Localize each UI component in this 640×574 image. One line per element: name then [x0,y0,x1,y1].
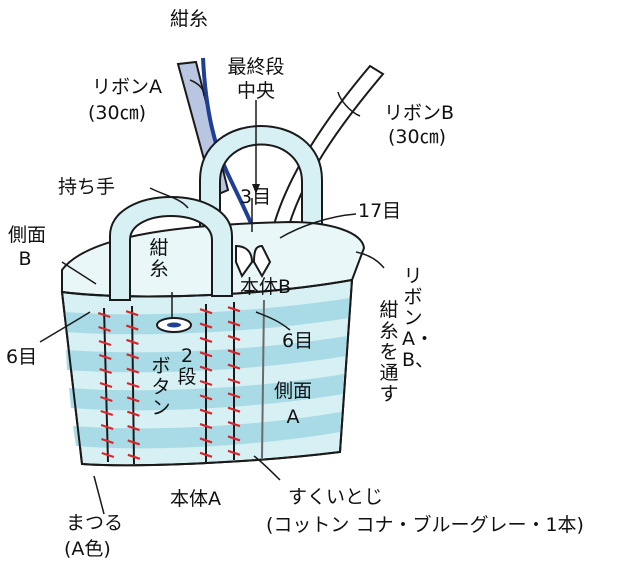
stitch-mark [199,394,213,401]
stitch-mark [199,408,213,415]
label-right-vertical-2: 紺糸を通す [379,299,399,405]
stitch-mark [199,423,213,430]
stitch-mark [100,395,113,403]
stitch-mark [227,449,241,456]
stitch-mark [227,334,241,341]
hontai-b-flap-left [235,244,254,279]
stitch-mark [125,324,139,331]
stitch-mark [127,439,141,446]
stitch-mark [98,353,112,361]
label-konshi-vertical: 紺糸 [149,237,169,280]
stitch-mark [98,339,112,347]
label-sokumen-b-2: B [18,248,32,270]
label-button: ボタン [151,355,171,419]
arrow-head [252,184,260,194]
stitch-mark [199,365,213,372]
back-handle [199,125,323,241]
label-ribbon-a-2: (30㎝) [88,102,147,124]
stitch-mark [100,423,114,431]
stitch-mark [227,406,241,413]
stitch-mark [199,451,213,458]
stitch-mark [227,377,241,385]
label-me6-left: 6目 [6,346,38,368]
stitch-mark [227,363,241,370]
stitch-mark [99,381,113,389]
label-me17: 17目 [358,200,402,222]
label-saishuu-1: 最終段 [227,56,285,78]
stitch-mark [227,349,241,356]
stitch-mark [100,409,114,417]
stitch-mark [199,351,213,358]
stitch-mark [101,437,114,445]
stitch-mark [99,367,112,375]
label-ribbon-a-1: リボンA [92,76,162,98]
navy-yarn [201,57,260,241]
label-hontai-a: 本体A [170,488,221,510]
stitch-mark [227,421,241,428]
label-yarn-note: (コットン コナ・ブルーグレー・1本) [266,514,584,536]
label-me3: 3目 [240,186,272,208]
label-saishuu-2: 中央 [236,80,275,102]
stitch-mark [227,392,241,399]
stitch-mark [199,437,213,444]
stitch-mark [199,336,213,343]
label-sokumen-a-1: 側面 [274,380,313,402]
stitch-mark [127,425,140,432]
label-ribbon-b-1: リボンB [384,102,455,124]
leader-lines [39,79,385,515]
label-dan2: 2段 [177,345,197,388]
side-a-seam [261,299,265,459]
stitch-mark [126,338,139,345]
stitch-mark [199,322,213,329]
button-hole [167,322,181,328]
stitch-mark [199,379,213,387]
front-handle [109,196,233,301]
stitch-mark [227,320,241,327]
stitch-mark [199,308,213,315]
stitch-mark [127,453,141,460]
stitch-mark [126,396,140,403]
stitch-mark [227,306,241,313]
label-ribbon-b-2: (30㎝) [388,126,447,148]
stitch-mark [125,310,139,317]
stitch-mark [227,435,241,442]
stitch-mark [127,410,140,417]
stitch-mark [98,325,111,333]
label-sokumen-b-1: 側面 [8,224,47,246]
stitch-mark [101,451,115,459]
label-sokumen-a-2: A [286,406,300,428]
stitch-marks [97,306,241,460]
label-right-vertical-1: リボンA・B、 [402,265,435,371]
stitch-mark [126,367,140,374]
stitch-mark [126,353,139,360]
stitch-mark [97,311,111,319]
hontai-b-flap-right [252,244,272,279]
label-sukui-toji: すくいとじ [288,486,384,508]
label-mochite: 持ち手 [58,176,116,198]
label-matsuru-1: まつる [66,512,124,534]
stitch-mark [126,381,140,389]
label-me6-right: 6目 [282,330,314,352]
label-matsuru-2: (A色) [64,538,111,560]
label-hontai-b: 本体B [240,276,292,298]
label-konshi-top: 紺糸 [170,8,209,30]
